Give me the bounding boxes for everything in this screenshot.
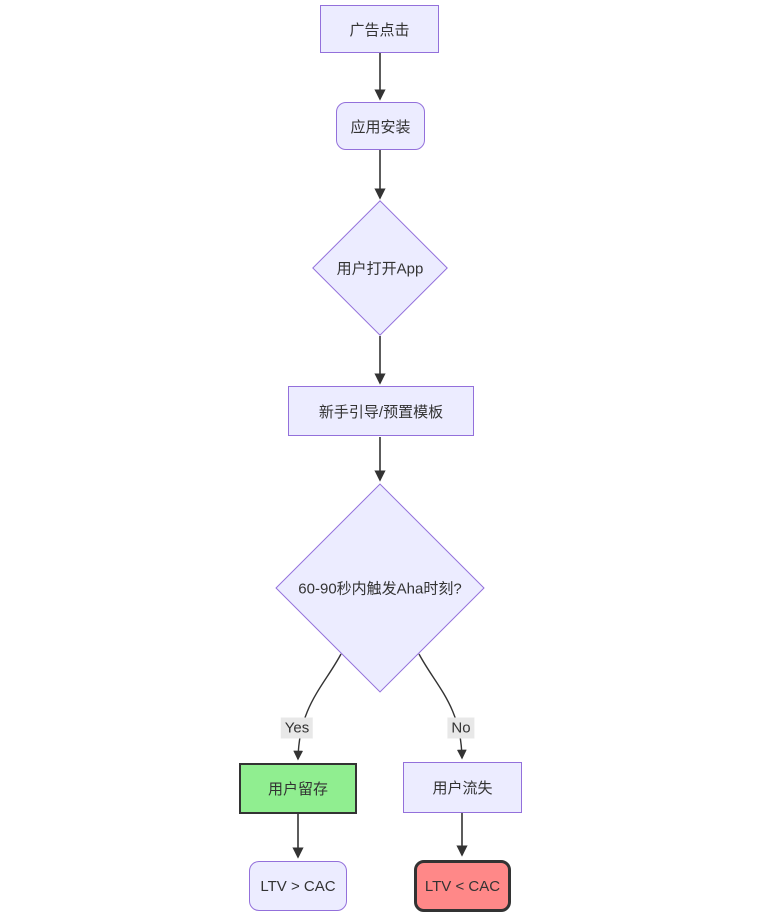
node-aha-moment: 60-90秒内触发Aha时刻? bbox=[275, 483, 485, 693]
node-onboarding: 新手引导/预置模板 bbox=[288, 386, 474, 436]
node-ad-click-label: 广告点击 bbox=[349, 21, 410, 39]
node-user-retain: 用户留存 bbox=[239, 763, 357, 814]
node-user-churn: 用户流失 bbox=[403, 762, 522, 813]
node-app-install: 应用安装 bbox=[336, 102, 425, 150]
node-aha-moment-label: 60-90秒内触发Aha时刻? bbox=[298, 580, 462, 598]
node-open-app-label: 用户打开App bbox=[336, 260, 424, 278]
node-open-app: 用户打开App bbox=[312, 200, 448, 336]
node-app-install-label: 应用安装 bbox=[350, 118, 411, 136]
node-user-churn-label: 用户流失 bbox=[432, 780, 493, 797]
node-ltv-lt-cac-label: LTV < CAC bbox=[424, 877, 501, 895]
edge-label-no: No bbox=[447, 717, 475, 739]
edge-label-yes: Yes bbox=[280, 717, 314, 739]
node-ltv-gt-cac: LTV > CAC bbox=[249, 861, 347, 911]
node-onboarding-label: 新手引导/预置模板 bbox=[318, 403, 444, 421]
node-ad-click: 广告点击 bbox=[320, 5, 439, 53]
node-ltv-gt-cac-label: LTV > CAC bbox=[260, 877, 336, 895]
edge-aha-no-to-user-churn bbox=[418, 653, 467, 760]
edge-aha-yes-to-user-retain bbox=[293, 653, 342, 761]
node-ltv-lt-cac: LTV < CAC bbox=[414, 860, 511, 912]
node-user-retain-label: 用户留存 bbox=[267, 781, 328, 798]
